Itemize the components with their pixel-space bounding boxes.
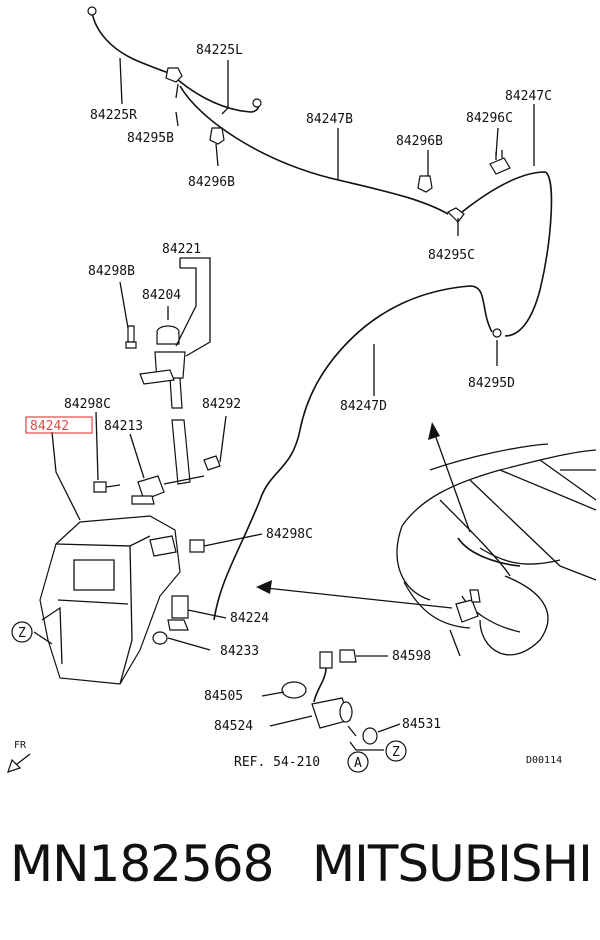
hose-84247D xyxy=(213,285,493,621)
label-84225R: 84225R xyxy=(90,108,137,123)
svg-text:Z: Z xyxy=(392,745,400,760)
label-84292: 84292 xyxy=(202,397,241,412)
filler-neck-84221 xyxy=(139,325,186,409)
circle-a: A xyxy=(347,751,369,773)
tube-84292 xyxy=(171,419,221,485)
bracket-84213 xyxy=(131,475,205,505)
leader-lines xyxy=(33,57,535,751)
screw-84298C-mid xyxy=(189,539,205,553)
clip-84296B-left xyxy=(209,127,225,145)
parts-diagram: 84225L 84225R 84295B 84296B 84247B 84296… xyxy=(7,6,597,773)
label-84505: 84505 xyxy=(204,689,243,704)
connector-84598 xyxy=(339,649,357,663)
label-84247C: 84247C xyxy=(505,89,552,104)
label-code: D00114 xyxy=(526,755,562,766)
hose-84225 xyxy=(87,6,262,113)
label-84296B-right: 84296B xyxy=(396,134,443,149)
label-84224: 84224 xyxy=(230,611,269,626)
fr-arrow xyxy=(7,753,31,773)
label-fr: FR xyxy=(14,740,27,751)
arrow-left xyxy=(256,580,453,609)
hose-84247B xyxy=(179,85,449,215)
pump-84224 xyxy=(167,595,189,631)
hose-84247C xyxy=(461,171,553,337)
label-84296B-left: 84296B xyxy=(188,175,235,190)
label-ref: REF. 54-210 xyxy=(234,755,320,770)
label-84298B: 84298B xyxy=(88,264,135,279)
label-84213: 84213 xyxy=(104,419,143,434)
arrow-up xyxy=(428,422,471,533)
label-84225L: 84225L xyxy=(196,43,243,58)
grommet-84233 xyxy=(152,631,168,645)
label-84298C-top: 84298C xyxy=(64,397,111,412)
joint-84295D xyxy=(492,328,502,338)
label-84295B: 84295B xyxy=(127,131,174,146)
footer: MN182568 MITSUBISHI xyxy=(0,835,600,905)
label-84598: 84598 xyxy=(392,649,431,664)
clip-84296C xyxy=(489,150,511,175)
svg-text:A: A xyxy=(354,756,362,771)
grommet-84531 xyxy=(362,727,378,745)
washer-tank-84242 xyxy=(39,515,181,685)
circle-z-left: Z xyxy=(11,621,33,643)
joint-84295B xyxy=(165,67,183,99)
label-84221: 84221 xyxy=(162,242,201,257)
label-84531: 84531 xyxy=(402,717,441,732)
label-84247B: 84247B xyxy=(306,112,353,127)
label-84295C: 84295C xyxy=(428,248,475,263)
label-84295D: 84295D xyxy=(468,376,515,391)
circle-z-right: Z xyxy=(385,740,407,762)
clip-84296B-right xyxy=(417,175,433,193)
svg-text:Z: Z xyxy=(18,626,26,641)
label-84204: 84204 xyxy=(142,288,181,303)
car-outline xyxy=(396,443,597,657)
brand-name: MITSUBISHI xyxy=(312,835,593,893)
label-84242: 84242 xyxy=(30,419,69,434)
screw-84298B xyxy=(125,325,137,349)
label-84298C-mid: 84298C xyxy=(266,527,313,542)
label-84233: 84233 xyxy=(220,644,259,659)
part-number: MN182568 xyxy=(10,835,274,893)
highlight-box xyxy=(25,416,93,434)
label-84247D: 84247D xyxy=(340,399,387,414)
label-84296C: 84296C xyxy=(466,111,513,126)
joint-84295C xyxy=(446,207,465,223)
band-84505 xyxy=(281,651,333,703)
motor-84524 xyxy=(311,697,357,737)
screw-84298C-top xyxy=(93,481,121,493)
label-84524: 84524 xyxy=(214,719,253,734)
